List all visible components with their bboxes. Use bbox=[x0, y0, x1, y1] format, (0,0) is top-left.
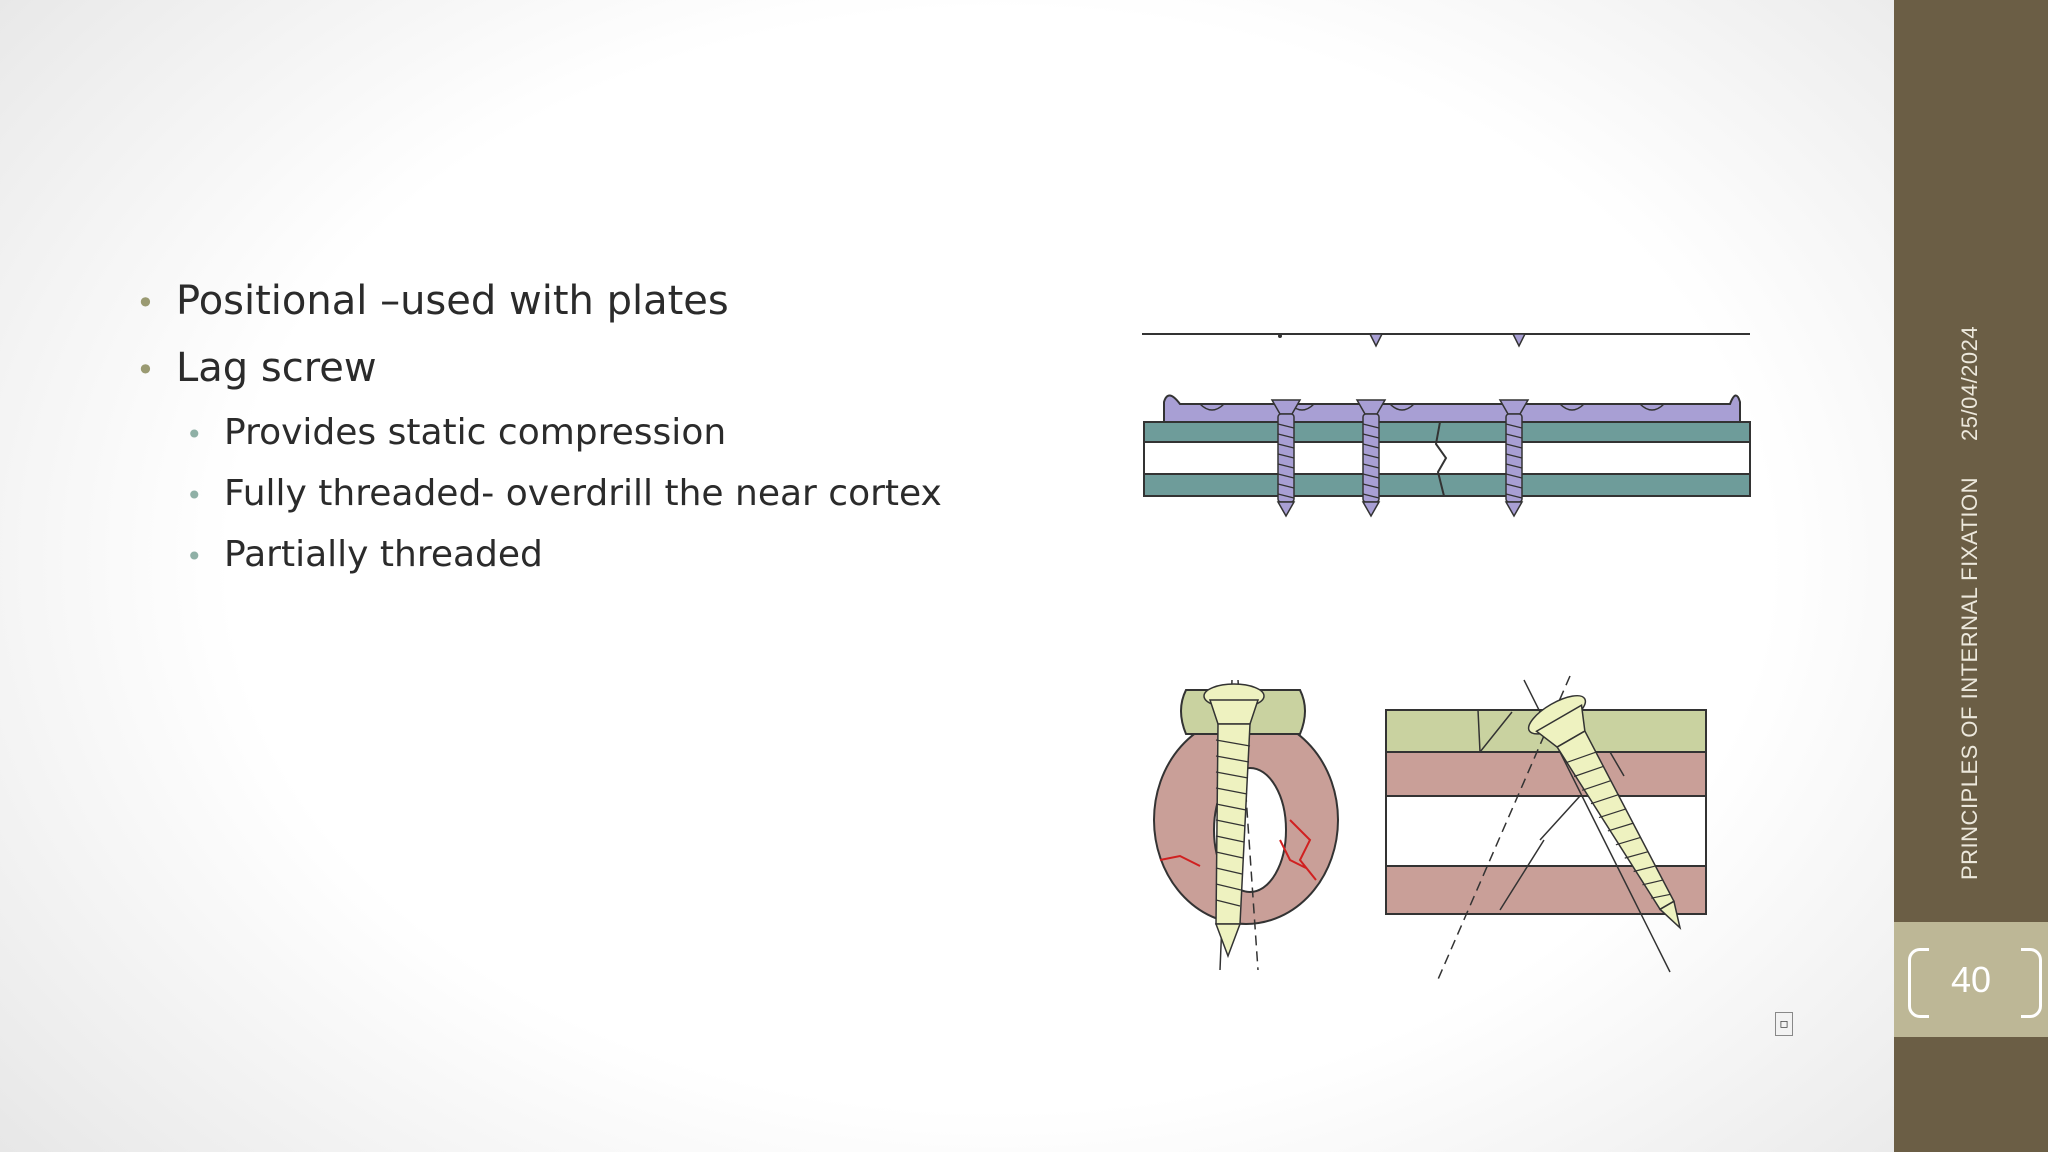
presentation-title: PRINCIPLES OF INTERNAL FIXATION bbox=[1957, 476, 1982, 880]
page-number: 40 bbox=[1950, 958, 1992, 1000]
page-number-box: 40 bbox=[1894, 922, 2048, 1037]
bullet-item: • Lag screw bbox=[136, 345, 942, 412]
sub-bullet-item: • Provides static compression bbox=[186, 412, 942, 473]
slide-date: 25/04/2024 bbox=[1957, 325, 1982, 441]
bullet-marker: • bbox=[186, 540, 203, 573]
sidebar-footer-text: PRINCIPLES OF INTERNAL FIXATION 25/04/20… bbox=[1950, 0, 1990, 880]
bullet-text: Positional –used with plates bbox=[176, 278, 729, 324]
bullet-marker: • bbox=[136, 351, 155, 389]
bullet-marker: • bbox=[136, 284, 155, 322]
screw-fixation-illustration bbox=[1142, 333, 1751, 985]
sub-bullet-item: • Partially threaded bbox=[186, 534, 942, 595]
right-bracket-icon bbox=[2021, 948, 2042, 1018]
bullet-text: Fully threaded- overdrill the near corte… bbox=[224, 473, 942, 514]
bullet-item: • Positional –used with plates bbox=[136, 278, 942, 345]
image-placeholder-icon: ▫ bbox=[1775, 1012, 1793, 1036]
slide: • Positional –used with plates • Lag scr… bbox=[136, 278, 1793, 1036]
bullet-text: Partially threaded bbox=[224, 534, 543, 575]
bullet-text: Provides static compression bbox=[224, 412, 727, 453]
sub-bullet-item: • Fully threaded- overdrill the near cor… bbox=[186, 473, 942, 534]
left-bracket-icon bbox=[1908, 948, 1929, 1018]
bullet-text: Lag screw bbox=[176, 345, 377, 391]
bullet-marker: • bbox=[186, 479, 203, 512]
bullet-list: • Positional –used with plates • Lag scr… bbox=[136, 278, 942, 595]
bullet-marker: • bbox=[186, 418, 203, 451]
